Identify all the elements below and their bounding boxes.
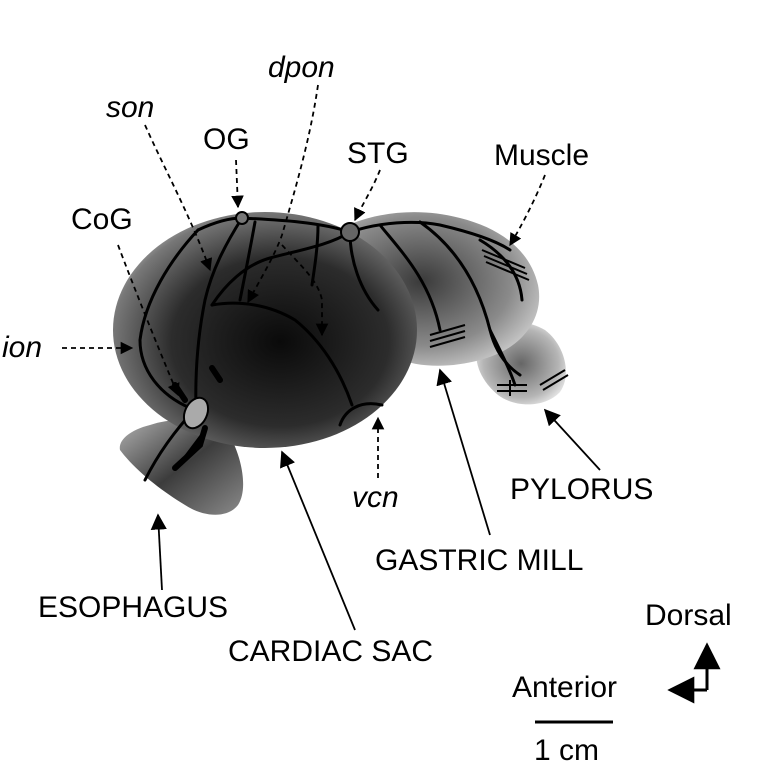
stg-ganglion — [340, 222, 360, 242]
dpon-arrow — [247, 84, 319, 304]
cardiac-sac-shape — [113, 212, 417, 448]
son-arrow — [144, 124, 213, 272]
stg-arrow — [354, 169, 381, 222]
orientation-axes — [667, 642, 721, 704]
muscle-hatches — [429, 249, 569, 396]
og-arrow — [231, 159, 244, 209]
pylorus-arrow — [543, 408, 601, 471]
label-dorsal: Dorsal — [645, 599, 732, 632]
label-ion: ion — [2, 331, 43, 364]
label-vcn: vcn — [352, 481, 399, 514]
label-cog: CoG — [71, 203, 133, 236]
cog-arrow — [117, 244, 180, 397]
label-muscle: Muscle — [494, 139, 590, 172]
cardiac-sac-arrow — [280, 450, 356, 631]
label-son: son — [106, 91, 155, 124]
label-anterior: Anterior — [512, 671, 618, 704]
label-og: OG — [203, 123, 250, 156]
gastric-mill-arrow — [436, 368, 491, 536]
og-ganglion — [235, 211, 249, 225]
label-scale: 1 cm — [534, 734, 600, 767]
esophagus-shape — [119, 420, 244, 515]
esophagus-arrow — [150, 513, 167, 591]
label-stg: STG — [347, 137, 409, 170]
nerves — [138, 216, 524, 482]
label-dpon: dpon — [268, 51, 335, 84]
muscle-arrow — [509, 174, 546, 247]
label-esophagus: ESOPHAGUS — [38, 591, 229, 624]
label-pylorus: PYLORUS — [510, 473, 654, 506]
cog-ganglion — [182, 396, 210, 430]
label-cardiac-sac: CARDIAC SAC — [228, 635, 434, 668]
label-gastric-mill: GASTRIC MILL — [375, 544, 584, 577]
solid-arrows — [150, 368, 601, 631]
dashed-arrows — [62, 84, 546, 478]
